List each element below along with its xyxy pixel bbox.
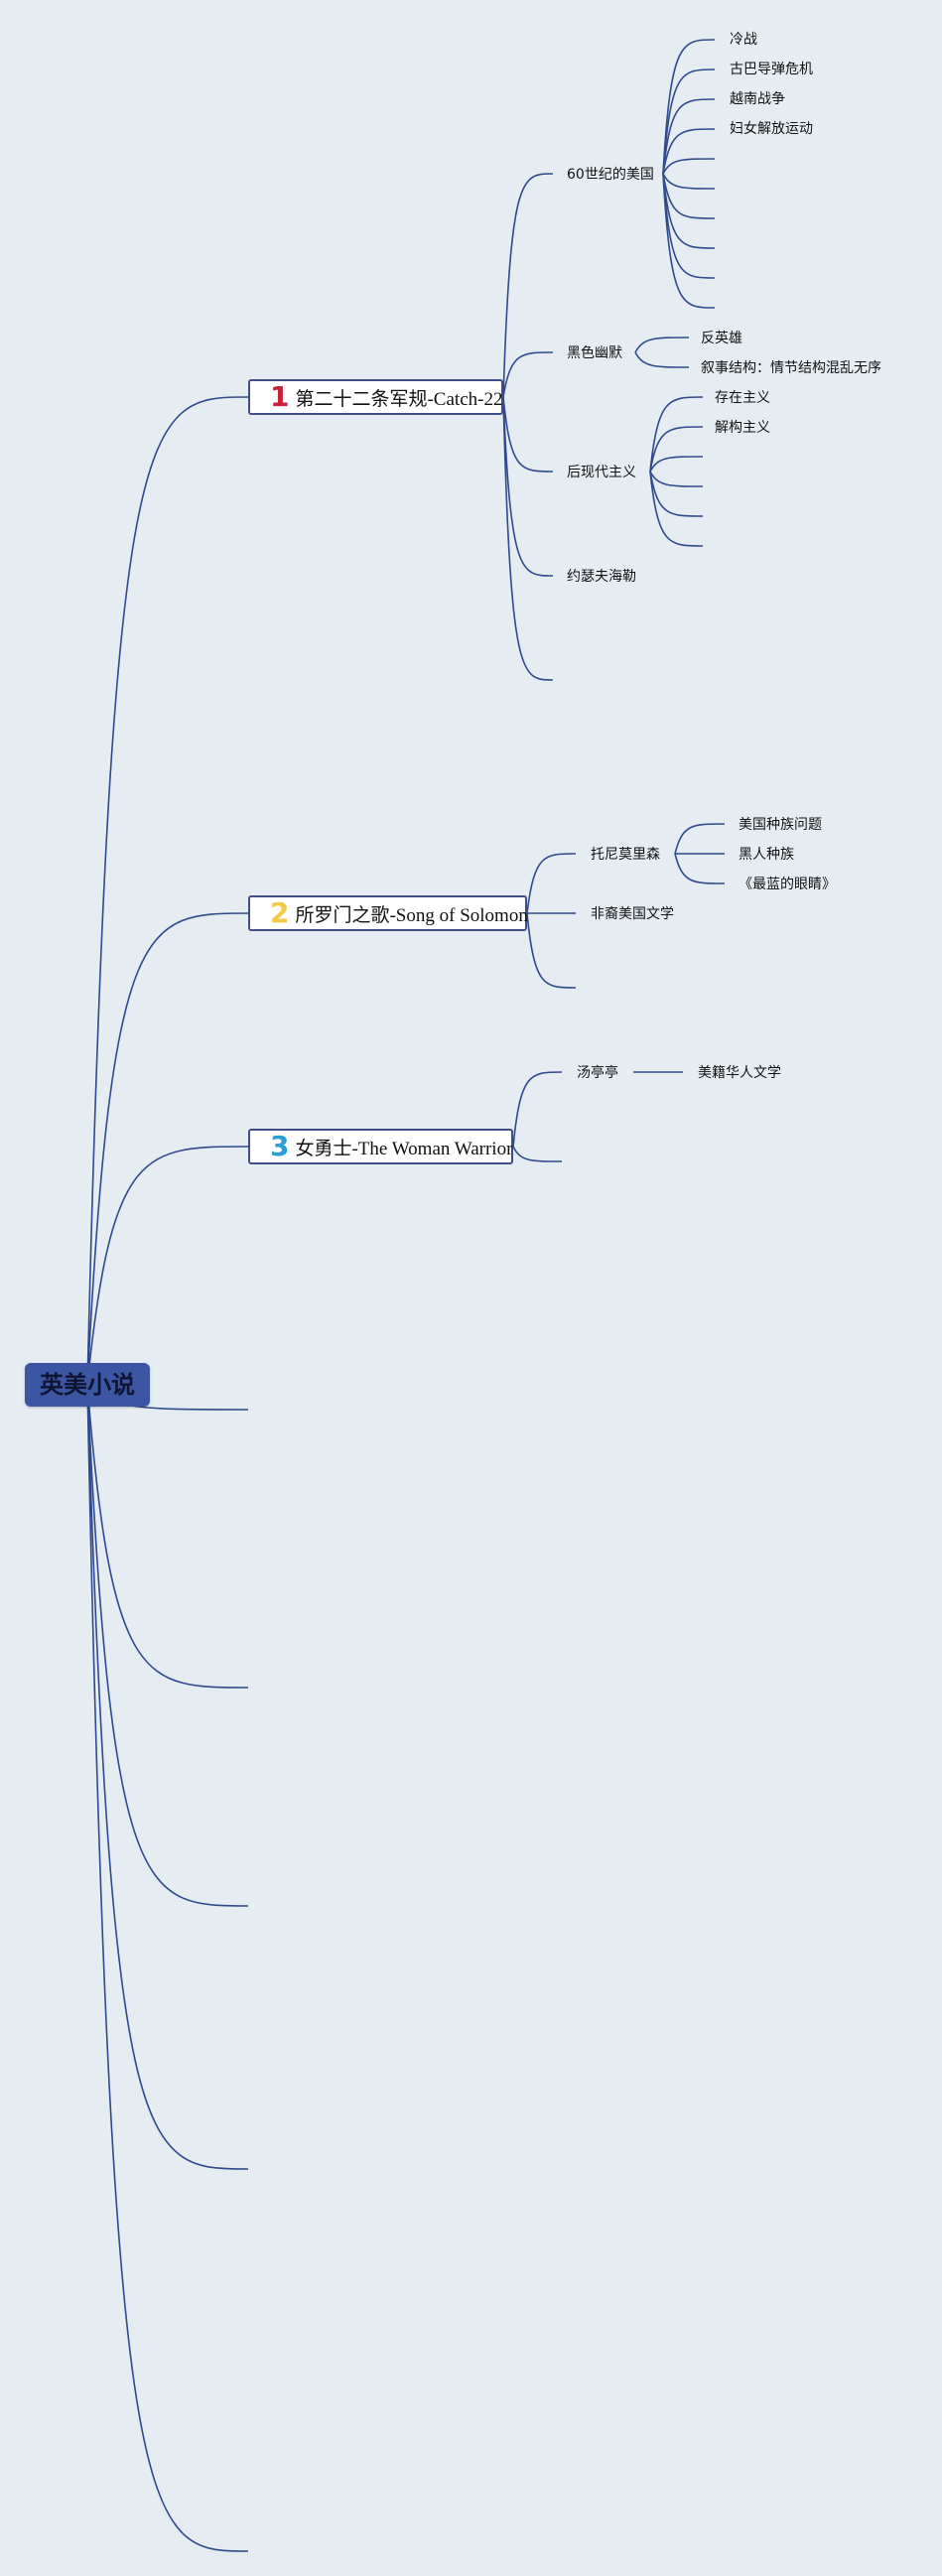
topic-existentialism[interactable]: 存在主义 (715, 390, 770, 406)
sixties-connector (662, 158, 716, 175)
topic-womens-liberation[interactable]: 妇女解放运动 (730, 121, 813, 137)
topic-black-race[interactable]: 黑人种族 (739, 847, 794, 863)
topic-maxine-hong-kingston[interactable]: 汤亭亭 (577, 1065, 618, 1081)
postmodern-connector (649, 471, 704, 487)
topic-cold-war[interactable]: 冷战 (730, 32, 757, 48)
morrison-connector (674, 823, 726, 855)
catch22-connector (502, 351, 554, 398)
root-connector (86, 1384, 249, 1689)
topic-african-american-literature[interactable]: 非裔美国文学 (591, 906, 674, 922)
topic-postmodernism[interactable]: 后现代主义 (567, 465, 636, 480)
postmodern-connector (649, 426, 704, 473)
topic-narrative-structure[interactable]: 叙事结构：情节结构混乱无序 (701, 360, 881, 376)
topic-vietnam-war[interactable]: 越南战争 (730, 91, 785, 107)
topic-american-race-issue[interactable]: 美国种族问题 (739, 817, 822, 833)
warrior-connector (512, 1071, 563, 1148)
catch22-connector (502, 396, 554, 473)
branch-title: 女勇士-The Woman Warrior (295, 1138, 513, 1159)
topic-black-humor[interactable]: 黑色幽默 (567, 345, 622, 361)
topic-deconstruction[interactable]: 解构主义 (715, 420, 770, 436)
topic-sixties-america[interactable]: 60世纪的美国 (567, 167, 654, 183)
black-humor-connector (634, 351, 690, 368)
sixties-connector (662, 173, 716, 309)
black-humor-connector (634, 337, 690, 353)
root-connector (86, 1146, 249, 1386)
catch22-connector (502, 396, 554, 681)
solomon-connector (526, 912, 577, 989)
sixties-connector (662, 39, 716, 175)
postmodern-connector (649, 471, 704, 547)
root-node[interactable]: 英美小说 (25, 1363, 150, 1407)
sixties-connector (662, 173, 716, 249)
branch-song-of-solomon[interactable]: 2 所罗门之歌-Song of Solomon (248, 895, 528, 931)
topic-cuban-missile-crisis[interactable]: 古巴导弹危机 (730, 62, 813, 77)
sixties-connector (662, 173, 716, 219)
sixties-connector (662, 173, 716, 190)
root-connector (86, 1384, 249, 2552)
number-badge-3: 3 (270, 1130, 290, 1162)
catch22-connector (502, 173, 554, 398)
sixties-connector (662, 98, 716, 175)
branch-title: 所罗门之歌-Song of Solomon (295, 904, 528, 926)
number-badge-2: 2 (270, 896, 290, 929)
branch-catch-22[interactable]: 1 第二十二条军规-Catch-22 (248, 379, 503, 415)
postmodern-connector (649, 456, 704, 473)
topic-joseph-heller[interactable]: 约瑟夫海勒 (567, 569, 636, 585)
root-connector (86, 1384, 249, 2170)
root-connector (86, 396, 249, 1386)
solomon-connector (526, 853, 577, 914)
root-connector (86, 1384, 249, 1907)
topic-the-bluest-eye[interactable]: 《最蓝的眼睛》 (739, 877, 836, 892)
postmodern-connector (649, 396, 704, 473)
warrior-connector (512, 1146, 563, 1162)
branch-woman-warrior[interactable]: 3 女勇士-The Woman Warrior (248, 1129, 513, 1164)
root-connector (86, 912, 249, 1386)
branch-title: 第二十二条军规-Catch-22 (295, 388, 503, 410)
topic-anti-hero[interactable]: 反英雄 (701, 331, 742, 346)
catch22-connector (502, 396, 554, 577)
topic-toni-morrison[interactable]: 托尼莫里森 (591, 847, 660, 863)
sixties-connector (662, 128, 716, 175)
morrison-connector (674, 853, 726, 884)
number-badge-1: 1 (270, 380, 290, 413)
topic-chinese-american-literature[interactable]: 美籍华人文学 (698, 1065, 781, 1081)
sixties-connector (662, 68, 716, 175)
postmodern-connector (649, 471, 704, 517)
